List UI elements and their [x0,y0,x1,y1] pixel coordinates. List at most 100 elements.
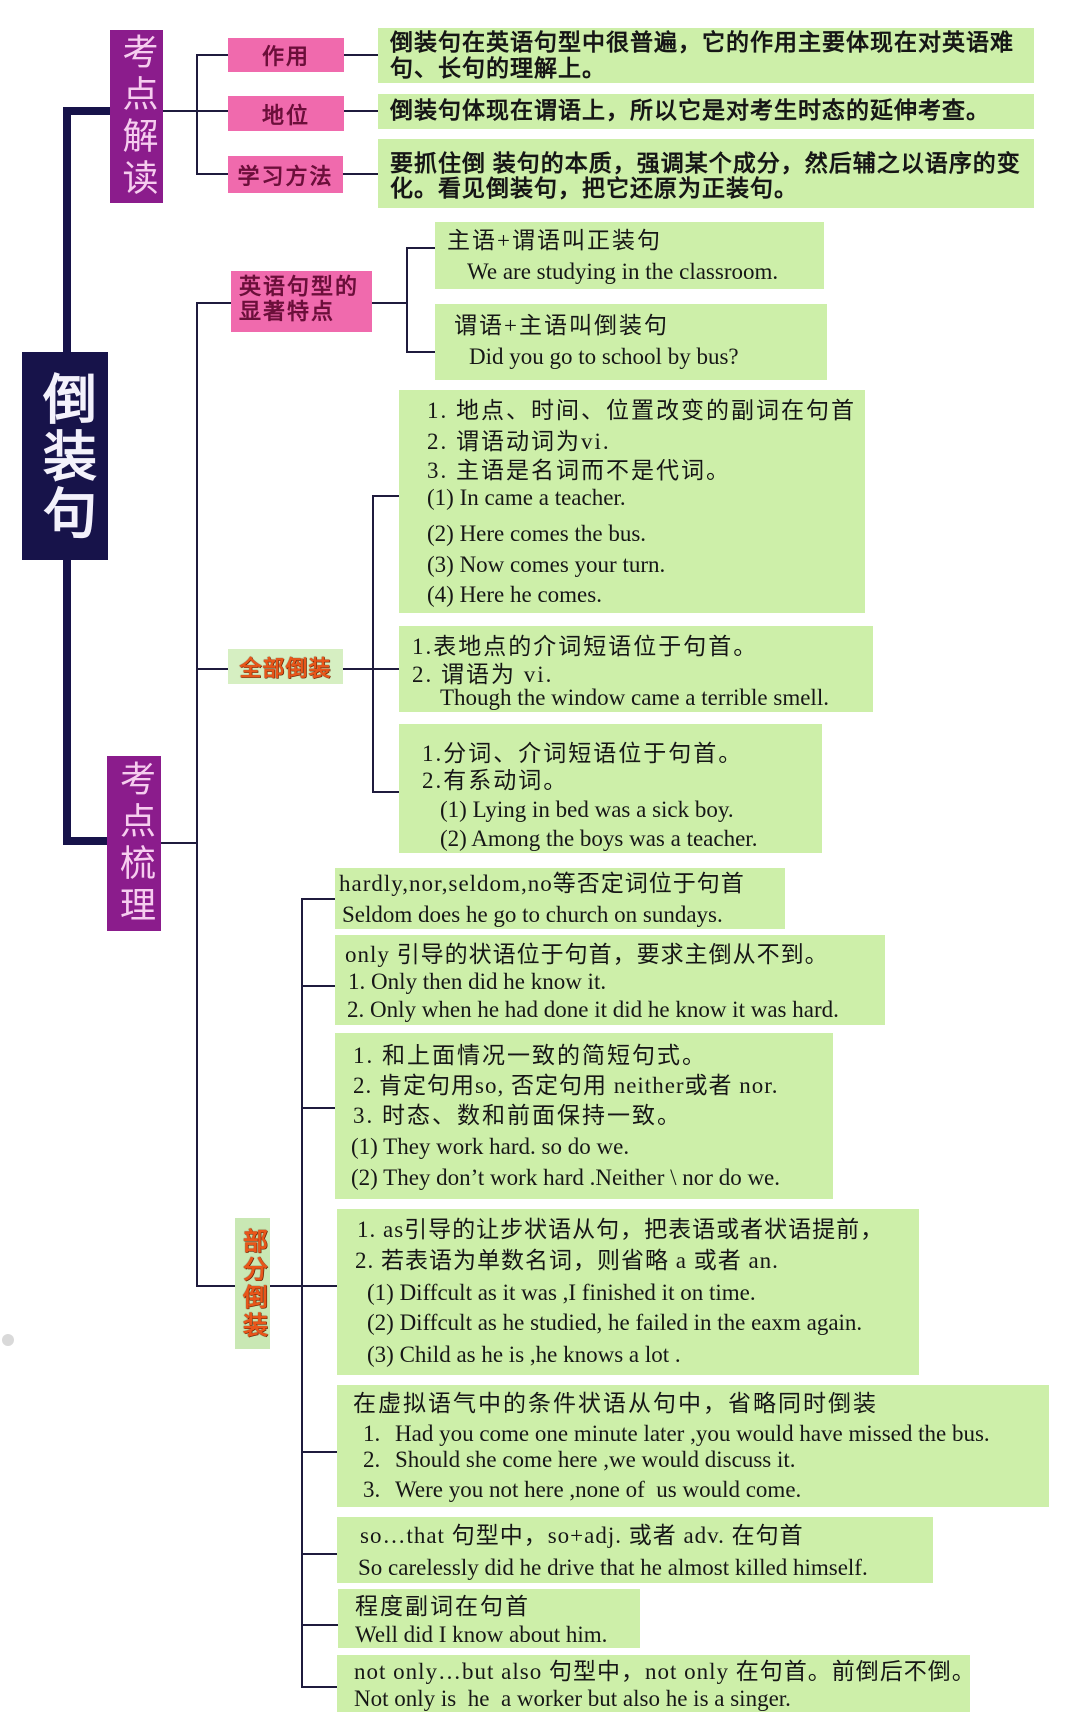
content-line: 化。看见倒装句，把它还原为正装句。 [390,176,798,201]
connector [196,173,228,175]
bracket [406,247,408,353]
label-role: 作用 [228,38,344,72]
content-line: 1. Only then did he know it. [348,969,607,994]
content-line: 要抓住倒 装句的本质，强调某个成分，然后辅之以语序的变 [390,151,1021,176]
content-line: We are studying in the classroom. [467,259,779,284]
content-line: (2) Among the boys was a teacher. [440,826,758,851]
label-line: 英语句型的 [239,274,360,299]
content-line: (1) Diffcult as it was ,I finished it on… [367,1280,756,1305]
connector [270,1285,337,1287]
connector [301,1624,338,1626]
root-node: 倒装句 [22,352,108,560]
content-line: 句、长句的理解上。 [390,56,606,81]
content-line: Did you go to school by bus? [469,344,739,369]
connector [372,302,407,304]
content-only-adverbial: only 引导的状语位于句首，要求主倒从不到。 1. Only then did… [335,935,885,1025]
label-partial-inversion: 部分倒装 [235,1218,270,1349]
connector [372,791,399,793]
content-line: Had you come one minute later ,you would… [395,1421,990,1446]
content-line: (2) Here comes the bus. [427,521,647,546]
content-line: 谓语+主语叫倒装句 [454,313,669,338]
content-inverted-order: 谓语+主语叫倒装句 Did you go to school by bus? [435,304,827,380]
content-line: hardly,nor,seldom,no等否定词位于句首 [339,871,745,896]
trunk-line-top-vertical [63,107,71,354]
content-full-inversion-adverb: 1. 地点、时间、位置改变的副词在句首 2. 谓语动词为vi. 3. 主语是名词… [399,390,865,613]
content-so-that: so…that 句型中，so+adj. 或者 adv. 在句首 So carel… [337,1517,933,1583]
content-line: 1.分词、介词短语位于句首。 [422,741,744,766]
content-line: Not only is he a worker but also he is a… [354,1686,791,1711]
connector [301,898,335,900]
content-line: 主语+谓语叫正装句 [447,228,662,253]
trunk-line-bottom-horizontal [63,837,109,845]
content-line: 3. 主语是名词而不是代词。 [427,458,731,483]
connector [344,54,378,56]
label-study-method: 学习方法 [228,156,343,193]
item-number: 1. [363,1421,381,1446]
connector [161,842,198,844]
connector [301,1553,337,1555]
content-full-inversion-prep-phrase: 1.表地点的介词短语位于句首。 2. 谓语为 vi. Though the wi… [399,626,873,712]
content-line: Were you not here ,none of us would come… [395,1477,802,1502]
content-status: 倒装句体现在谓语上，所以它是对考生时态的延伸考查。 [378,94,1034,129]
label-sentence-features: 英语句型的 显著特点 [231,271,372,332]
content-line: 2. 谓语为 vi. [412,662,554,687]
item-number: 2. [363,1447,381,1472]
content-line: (2) Diffcult as he studied, he failed in… [367,1310,863,1335]
content-line: 倒装句在英语句型中很普遍，它的作用主要体现在对英语难 [390,30,1014,55]
content-study-method: 要抓住倒 装句的本质，强调某个成分，然后辅之以语序的变 化。看见倒装句，把它还原… [378,139,1034,208]
section-review-title: 考点梳理 [114,759,155,928]
content-line: not only…but also 句型中，not only 在句首。前倒后不倒… [354,1659,976,1684]
content-line: (1) Lying in bed was a sick boy. [440,797,734,822]
connector [163,110,228,112]
content-line: (4) Here he comes. [427,582,602,607]
decorative-dot [2,1334,14,1346]
review-main-branch [196,302,198,1287]
connector [301,1451,337,1453]
connector [406,351,435,353]
content-line: 3. 时态、数和前面保持一致。 [353,1103,682,1128]
item-number: 3. [363,1477,381,1502]
connector [196,54,228,56]
content-so-neither-nor: 1. 和上面情况一致的简短句式。 2. 肯定句用so, 否定句用 neither… [335,1033,833,1199]
content-line: (3) Child as he is ,he knows a lot . [367,1342,681,1367]
content-line: (2) They don’t work hard .Neither \ nor … [351,1165,781,1190]
content-not-only-but-also: not only…but also 句型中，not only 在句首。前倒后不倒… [337,1655,975,1712]
content-as-concession: 1. as引导的让步状语从句，把表语或者状语提前， 2. 若表语为单数名词，则省… [337,1209,919,1375]
section-review: 考点梳理 [107,756,161,931]
connector [344,110,378,112]
connector [372,495,399,497]
content-line: 1.表地点的介词短语位于句首。 [412,634,759,659]
content-line: 1. 地点、时间、位置改变的副词在句首 [427,398,856,423]
content-role: 倒装句在英语句型中很普遍，它的作用主要体现在对英语难 句、长句的理解上。 [378,28,1034,83]
connector [406,247,435,249]
trunk-line-bottom-vertical [63,558,71,845]
content-line: (3) Now comes your turn. [427,552,666,577]
connector [343,668,399,670]
content-line: so…that 句型中，so+adj. 或者 adv. 在句首 [360,1523,804,1548]
content-normal-order: 主语+谓语叫正装句 We are studying in the classro… [435,222,824,289]
section-interpretation: 考点解读 [110,30,163,203]
content-line: Seldom does he go to church on sundays. [342,902,723,927]
content-line: 2. Only when he had done it did he know … [347,997,839,1022]
content-negative-words: hardly,nor,seldom,no等否定词位于句首 Seldom does… [335,868,785,929]
content-line: 程度副词在句首 [355,1594,530,1619]
connector [343,173,378,175]
content-line: Well did I know about him. [355,1622,608,1647]
connector [196,302,231,304]
content-full-inversion-participle: 1.分词、介词短语位于句首。 2.有系动词。 (1) Lying in bed … [399,724,822,853]
bracket [196,54,198,175]
label-status: 地位 [228,96,344,131]
label-line: 显著特点 [239,299,336,324]
content-line: 1. 和上面情况一致的简短句式。 [353,1043,707,1068]
bracket [372,495,374,793]
content-line: 2. 若表语为单数名词，则省略 a 或者 an. [355,1248,779,1273]
content-line: 1. as引导的让步状语从句，把表语或者状语提前， [357,1217,885,1242]
root-title: 倒装句 [34,370,95,542]
connector [301,1686,337,1688]
trunk-line-top-horizontal [63,107,113,115]
content-title: 在虚拟语气中的条件状语从句中，省略同时倒装 [353,1391,878,1416]
content-line: (1) They work hard. so do we. [351,1134,630,1159]
content-line: 2. 肯定句用so, 否定句用 neither或者 nor. [353,1073,779,1098]
section-interpretation-title: 考点解读 [116,32,158,201]
